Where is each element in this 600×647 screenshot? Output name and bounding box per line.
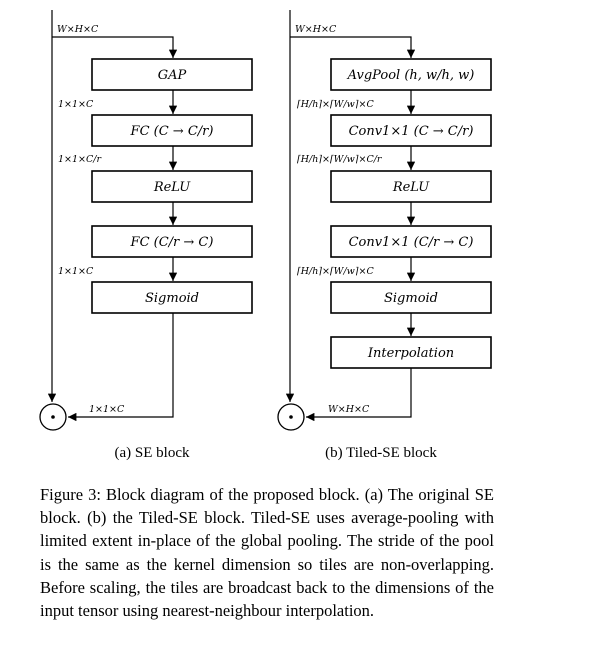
input-dim-label-b: W×H×C: [295, 24, 337, 35]
multiply-dot-icon-a: [51, 415, 55, 419]
sigmoid-block-a-label: Sigmoid: [145, 291, 199, 306]
relu-block-a: [91, 170, 253, 203]
conv-reduce-block: [330, 114, 492, 147]
caption-a: (a) SE block: [115, 445, 190, 461]
input-dim-label-a: W×H×C: [57, 24, 99, 35]
fc-reduce-block: [91, 114, 253, 147]
avgpool-block: [330, 58, 492, 91]
fc-expand-block: [91, 225, 253, 258]
fc-reduce-block-label: FC (C → C/r): [130, 124, 214, 139]
gap-block-label: GAP: [158, 68, 187, 83]
relu-block-b: [330, 170, 492, 203]
relu-block-a-label: ReLU: [153, 180, 191, 195]
dim-label-b-3: ⌈H/h⌉×⌈W/w⌉×C: [297, 266, 374, 277]
dim-label-a-3: 1×1×C: [58, 266, 94, 277]
conv-reduce-block-label: Conv1×1 (C → C/r): [349, 124, 474, 139]
figure-caption: Figure 3: Block diagram of the proposed …: [40, 485, 494, 621]
gap-block: [91, 58, 253, 91]
avgpool-block-label: AvgPool (h, w/h, w): [347, 68, 475, 83]
sigmoid-block-b-label: Sigmoid: [384, 291, 438, 306]
dim-label-b-2: ⌈H/h⌉×⌈W/w⌉×C/r: [297, 154, 383, 165]
dim-label-a-2: 1×1×C/r: [58, 154, 102, 165]
fc-expand-block-label: FC (C/r → C): [130, 235, 214, 250]
return-arrow-a: [68, 313, 174, 422]
conv-expand-block-label: Conv1×1 (C/r → C): [349, 235, 474, 250]
caption-b: (b) Tiled-SE block: [325, 445, 437, 461]
dim-label-b-1: ⌈H/h⌉×⌈W/w⌉×C: [297, 99, 374, 110]
return-arrow-b: [306, 368, 412, 422]
tiled-se-block-diagram: W×H×C AvgPool (h, w/h, w) ⌈H/h⌉×⌈W/w⌉×C …: [277, 10, 492, 461]
relu-block-b-label: ReLU: [392, 180, 430, 195]
output-dim-label-b: W×H×C: [328, 404, 370, 415]
dim-label-a-1: 1×1×C: [58, 99, 94, 110]
interpolation-block-label: Interpolation: [367, 346, 454, 361]
branch-arrow-a: [52, 36, 178, 58]
sigmoid-block-a: [91, 281, 253, 314]
output-dim-label-a: 1×1×C: [89, 404, 125, 415]
branch-arrow-b: [290, 36, 416, 58]
se-block-diagram: W×H×C GAP 1×1×C FC (C → C/r) 1×1×C/r ReL…: [39, 10, 253, 461]
conv-expand-block: [330, 225, 492, 258]
sigmoid-block-b: [330, 281, 492, 314]
multiply-dot-icon-b: [289, 415, 293, 419]
